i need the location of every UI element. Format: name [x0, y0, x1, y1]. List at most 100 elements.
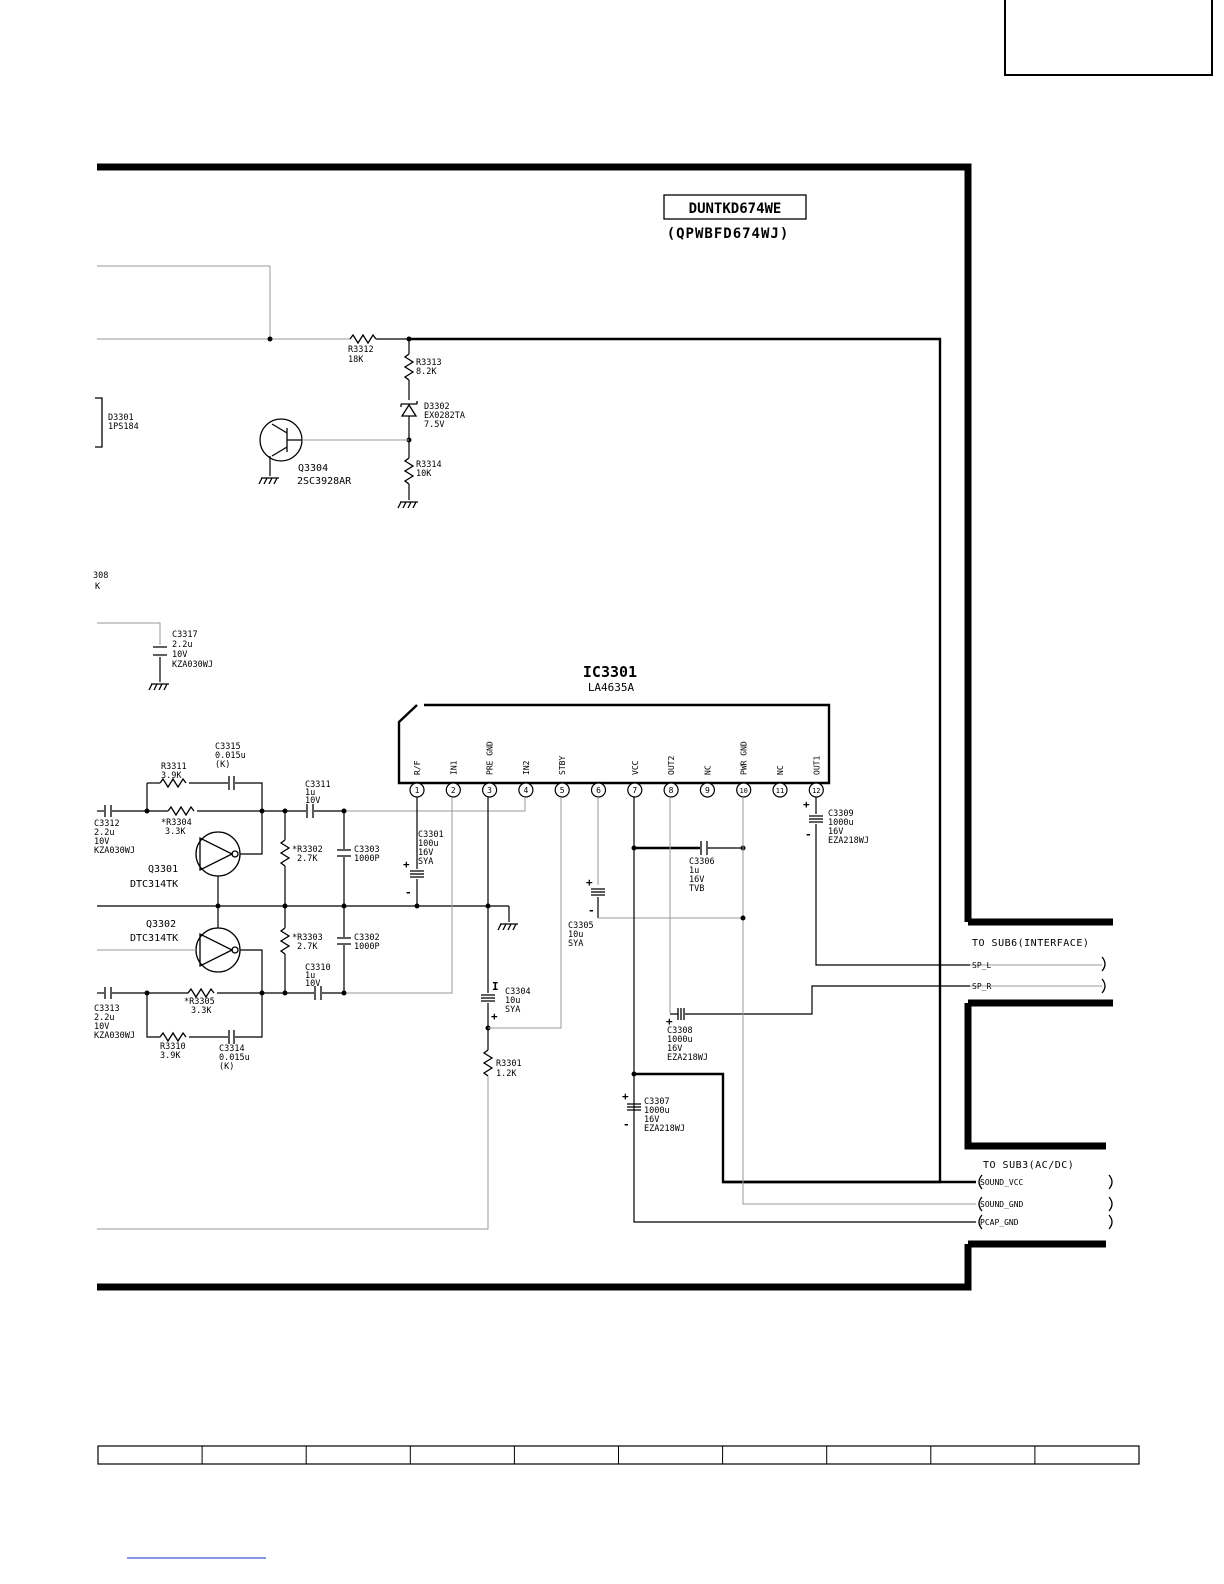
connector-sub3-bracket-2 [978, 1196, 983, 1212]
label-c3315: C3315 [215, 742, 241, 752]
footer-grid [97, 1445, 1140, 1465]
label-r3301-value: 1.2K [496, 1069, 517, 1079]
label-r3302: *R3302 [292, 845, 323, 855]
ic-pin-name-7: VCC [631, 760, 640, 775]
ic-pin-name-9: NC [703, 765, 712, 775]
svg-text:-: - [805, 828, 812, 841]
ic-pin-number-9: 9 [705, 786, 710, 795]
label-c3317-value: 2.2u [172, 640, 192, 650]
label-r3310: R3310 [160, 1042, 186, 1052]
label-c3313: C3313 [94, 1004, 120, 1014]
label-c3307-voltage: 16V [644, 1115, 659, 1125]
ic-pin-name-10: PWR GND [740, 741, 749, 775]
label-r3304: *R3304 [161, 818, 192, 828]
label-c3302: C3302 [354, 933, 380, 943]
label-c3305-value: 10u [568, 930, 583, 940]
signal-sp-l: SP_L [972, 961, 991, 970]
label-r3301: R3301 [496, 1059, 522, 1069]
label-c3313-voltage: 10V [94, 1022, 109, 1032]
label-c3310: C3310 [305, 963, 331, 973]
connector-sub3-title: TO SUB3(AC/DC) [983, 1160, 1074, 1171]
label-c3310-voltage: 10V [305, 979, 320, 989]
label-r3304-value: 3.3K [165, 827, 186, 837]
svg-text:-: - [588, 904, 595, 917]
label-c3313-part: KZA030WJ [94, 1031, 135, 1041]
label-r3312-value: 18K [348, 355, 364, 365]
svg-text:+: + [622, 1090, 629, 1103]
label-c3314: C3314 [219, 1044, 245, 1054]
label-c3311: C3311 [305, 780, 331, 790]
label-c3306-voltage: 16V [689, 875, 704, 885]
board-name: DUNTKD674WE [689, 201, 782, 217]
label-r3313: R3313 [416, 358, 442, 368]
label-d3301-part: 1PS184 [108, 422, 139, 432]
ic-ref: IC3301 [583, 663, 637, 681]
label-c3306: C3306 [689, 857, 715, 867]
label-c3309-value: 1000u [828, 818, 854, 828]
connector-sub6-pin-shape-2 [1101, 978, 1106, 994]
ic-pin-10 [736, 782, 752, 798]
label-r3303-value: 2.7K [297, 942, 318, 952]
label-c3305: C3305 [568, 921, 594, 931]
svg-text:-: - [405, 886, 412, 899]
label-r3308: 308 [93, 571, 108, 581]
ic-pin-number-6: 6 [596, 786, 601, 795]
label-q3301-part: DTC314TK [130, 879, 178, 890]
label-c3308-part: EZA218WJ [667, 1053, 708, 1063]
label-r3305: *R3305 [184, 997, 215, 1007]
ic-pin-name-12: OUT1 [812, 756, 821, 775]
label-c3308: C3308 [667, 1026, 693, 1036]
ic-pin-number-2: 2 [451, 786, 456, 795]
label-q3302: Q3302 [146, 919, 176, 930]
label-c3317-part: KZA030WJ [172, 660, 213, 670]
label-c3315-tol: (K) [215, 760, 230, 770]
ic-pin-name-11: NC [776, 765, 785, 775]
ic-pin-5 [554, 782, 570, 798]
label-r3310-value: 3.9K [160, 1051, 181, 1061]
label-q3302-part: DTC314TK [130, 933, 178, 944]
signal-sound-vcc: SOUND_VCC [980, 1178, 1024, 1187]
svg-text:+: + [586, 876, 593, 889]
connector-sub3-pin-shape-3 [1108, 1214, 1113, 1230]
ic-pin-7 [627, 782, 643, 798]
ic-pin-11 [772, 782, 788, 798]
label-r3313-value: 8.2K [416, 367, 437, 377]
ic-pin-name-4: IN2 [522, 760, 531, 775]
label-c3313-value: 2.2u [94, 1013, 114, 1023]
label-q3304: Q3304 [298, 463, 328, 474]
label-c3312-part: KZA030WJ [94, 846, 135, 856]
label-c3304-part: SYA [505, 1005, 520, 1015]
svg-text:-: - [623, 1118, 630, 1131]
label-c3304: C3304 [505, 987, 531, 997]
ic-pin-3 [482, 782, 498, 798]
board-code: (QPWBFD674WJ) [667, 226, 790, 242]
ic-part: LA4635A [588, 681, 635, 694]
label-c3302-value: 1000P [354, 942, 380, 952]
label-c3314-value: 0.015u [219, 1053, 250, 1063]
label-c3317-voltage: 10V [172, 650, 187, 660]
label-r3303: *R3303 [292, 933, 323, 943]
ic-pin-name-8: OUT2 [667, 756, 676, 775]
connector-sub3-pin-shape-2 [1108, 1196, 1113, 1212]
ic-pin-number-4: 4 [523, 786, 528, 795]
signal-sound-gnd: SOUND_GND [980, 1200, 1024, 1209]
ic-pin-number-12: 12 [812, 787, 820, 795]
label-r3305-value: 3.3K [191, 1006, 212, 1016]
ic-pin-number-7: 7 [632, 786, 637, 795]
label-c3309-voltage: 16V [828, 827, 843, 837]
ic-pin-name-3: PRE GND [486, 741, 495, 775]
label-c3304-value: 10u [505, 996, 520, 1006]
label-c3312-value: 2.2u [94, 828, 114, 838]
label-q3301: Q3301 [148, 864, 178, 875]
ic-pin-name-2: IN1 [449, 760, 458, 775]
label-c3306-value: 1u [689, 866, 699, 876]
ic-body [397, 703, 831, 785]
ic-pin-2 [445, 782, 461, 798]
label-d3301: D3301 [108, 413, 134, 423]
ic-pin-4 [518, 782, 534, 798]
label-r3311: R3311 [161, 762, 187, 772]
label-c3312-voltage: 10V [94, 837, 109, 847]
label-c3307-value: 1000u [644, 1106, 670, 1116]
label-c3311-value: 1u [305, 788, 315, 798]
